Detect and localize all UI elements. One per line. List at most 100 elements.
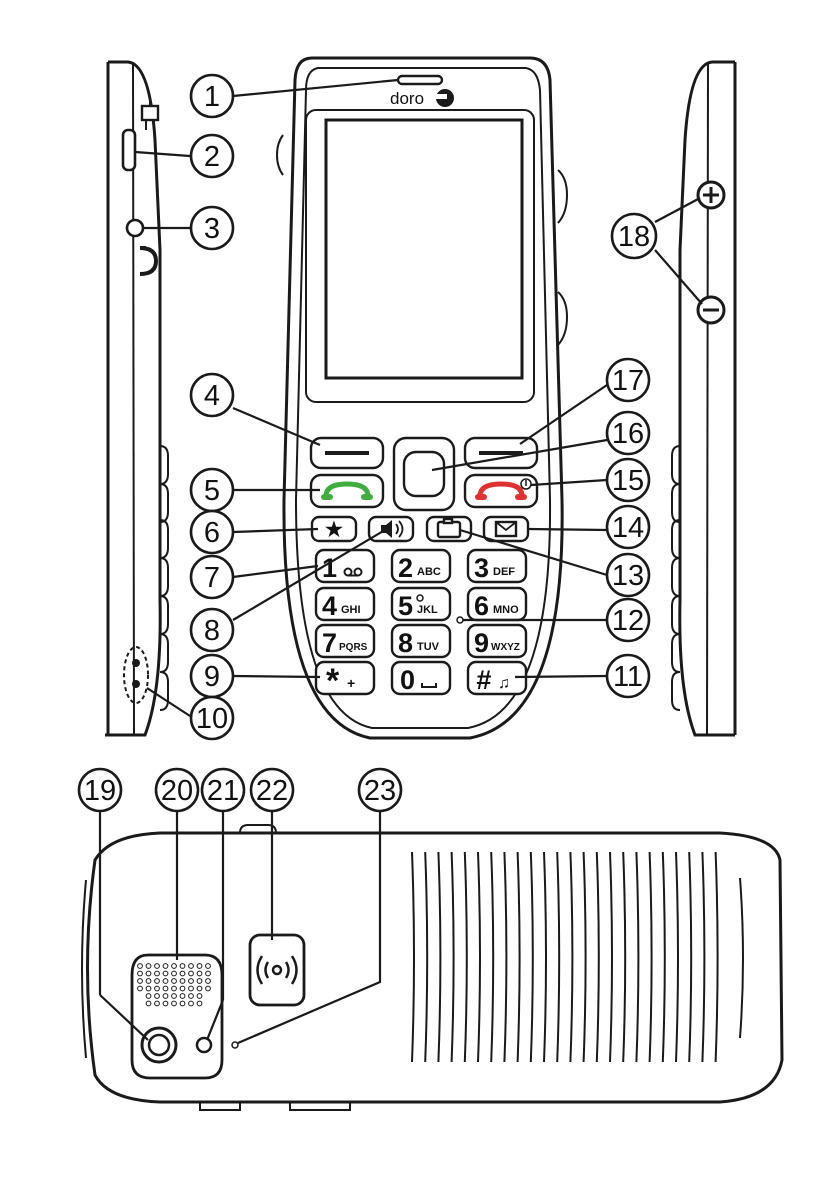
message-key[interactable] [484, 517, 528, 541]
callout-13: 13 [607, 554, 649, 596]
key-star-sub: + [347, 675, 355, 691]
key-5[interactable]: 5 JKL [392, 588, 450, 621]
brand-logo-icon [436, 89, 454, 107]
speaker-hole [155, 986, 160, 991]
svg-text:1: 1 [204, 81, 220, 113]
callout-22: 22 [251, 769, 293, 811]
grille-slot [465, 852, 467, 1062]
callout-7: 7 [191, 556, 233, 598]
speaker-key[interactable] [369, 517, 413, 541]
speaker-hole [155, 971, 160, 976]
key-8-digit: 8 [398, 628, 413, 658]
speaker-hole [180, 979, 185, 984]
camera-lens [142, 1028, 176, 1062]
grille-slot [438, 852, 440, 1062]
key-4[interactable]: 4 GHI [316, 588, 374, 621]
speaker-hole [146, 986, 151, 991]
speaker-hole [163, 1001, 168, 1006]
star-shortcut-key[interactable]: ★ [312, 517, 356, 541]
grille-slot [570, 852, 572, 1062]
speaker-hole [146, 994, 151, 999]
svg-text:13: 13 [612, 560, 644, 592]
camera-key[interactable] [427, 517, 471, 541]
key-3[interactable]: 3 DEF [468, 550, 526, 583]
speaker-hole [172, 1001, 177, 1006]
speaker-hole [197, 964, 202, 969]
grille-slot [504, 852, 506, 1062]
key-2-digit: 2 [398, 553, 413, 583]
speaker-hole [172, 994, 177, 999]
speaker-hole [206, 964, 211, 969]
call-key[interactable] [311, 475, 383, 507]
volume-up-button[interactable] [698, 182, 724, 208]
svg-text:4: 4 [204, 380, 220, 412]
svg-text:8: 8 [204, 615, 220, 647]
callout-10: 10 [191, 697, 233, 739]
key-9[interactable]: 9 WXYZ [468, 625, 526, 658]
left-soft-key[interactable] [311, 438, 383, 468]
callout-23: 23 [359, 769, 401, 811]
grille-slot [425, 852, 427, 1062]
key-6-digit: 6 [474, 591, 489, 621]
flash-light [197, 1038, 211, 1052]
svg-text:15: 15 [612, 465, 644, 497]
key-4-letters: GHI [341, 604, 361, 616]
key-8[interactable]: 8 TUV [392, 625, 450, 658]
grille-slot [531, 852, 533, 1062]
key-star[interactable]: * + [316, 662, 374, 700]
microphone [124, 647, 148, 703]
grille-slot [689, 852, 691, 1062]
key-3-digit: 3 [474, 553, 489, 583]
speaker-hole [172, 964, 177, 969]
speaker-hole [155, 1001, 160, 1006]
key-2[interactable]: 2 ABC [392, 550, 450, 583]
back-view [82, 825, 782, 1110]
speaker-hole [180, 1001, 185, 1006]
key-0[interactable]: 0 [392, 662, 450, 695]
callout-15: 15 [607, 459, 649, 501]
assistance-button[interactable] [250, 935, 304, 1005]
key-hash[interactable]: # ♫ [468, 662, 526, 695]
speaker-hole [146, 1001, 151, 1006]
speaker-hole [189, 979, 194, 984]
speaker-hole [197, 979, 202, 984]
svg-text:7: 7 [204, 562, 220, 594]
end-key[interactable] [465, 475, 537, 507]
earpiece [398, 76, 442, 84]
grille-slot [650, 852, 652, 1062]
speaker-hole [206, 986, 211, 991]
callout-1: 1 [191, 75, 233, 117]
speaker-hole [197, 1001, 202, 1006]
speaker-hole [180, 994, 185, 999]
svg-text:14: 14 [612, 512, 644, 544]
charging-contacts [232, 1042, 238, 1048]
svg-text:22: 22 [256, 775, 288, 807]
callout-20: 20 [156, 769, 198, 811]
volume-down-button[interactable] [698, 297, 724, 323]
grille-slot [663, 852, 665, 1062]
key-7[interactable]: 7 PQRS [316, 625, 374, 658]
key-9-digit: 9 [474, 628, 489, 658]
key-5-letters: JKL [417, 604, 438, 616]
key-3-letters: DEF [493, 566, 515, 578]
grille-slot [610, 852, 612, 1062]
callout-4: 4 [191, 374, 233, 416]
svg-text:20: 20 [161, 775, 193, 807]
navigation-key[interactable] [394, 438, 454, 510]
key-9-letters: WXYZ [491, 642, 520, 653]
key-star-symbol: * [326, 662, 340, 700]
speaker-hole [155, 979, 160, 984]
envelope-icon [496, 522, 516, 536]
svg-text:19: 19 [84, 775, 116, 807]
charger-plug-icon [142, 98, 158, 130]
speaker-hole [197, 986, 202, 991]
key-6[interactable]: 6 MNO [468, 588, 526, 621]
speaker-hole [146, 979, 151, 984]
speaker-hole [155, 964, 160, 969]
grille-slot [412, 852, 414, 1062]
key-6-letters: MNO [493, 604, 519, 616]
headset-socket [127, 220, 143, 236]
speaker-hole [163, 979, 168, 984]
